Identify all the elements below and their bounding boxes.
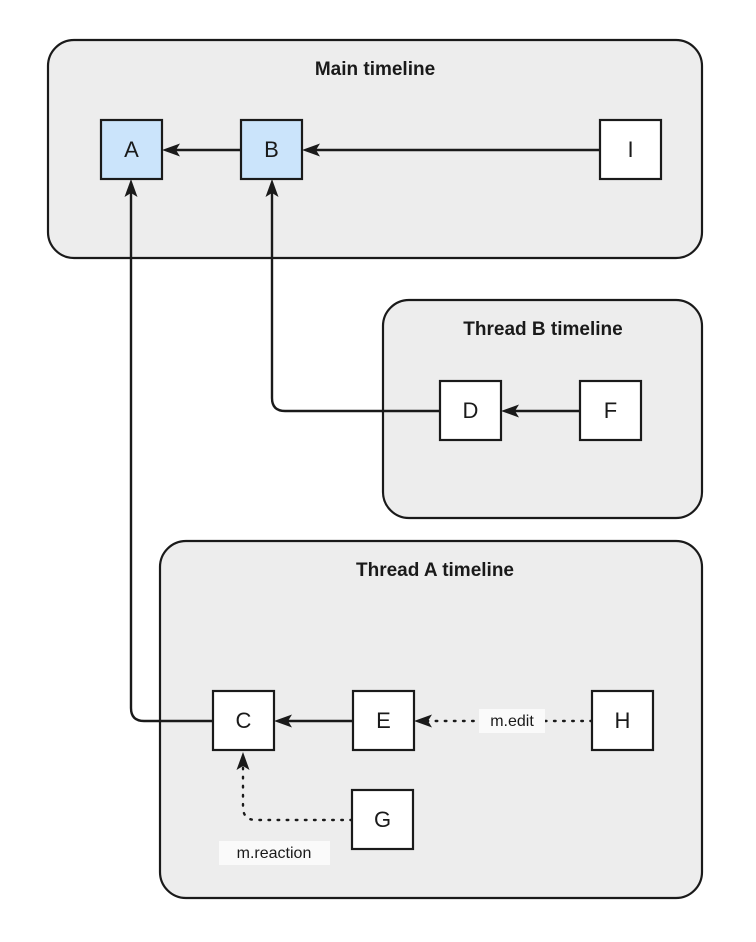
- edge-D-to-B-line: [270, 191, 440, 413]
- node-D[interactable]: D: [438, 379, 503, 442]
- group-thread-b-timeline-rect: [381, 298, 704, 520]
- node-E-label: E: [376, 708, 391, 733]
- node-F[interactable]: F: [578, 379, 643, 442]
- node-C[interactable]: C: [211, 689, 276, 752]
- node-D-rect: [438, 379, 503, 442]
- node-H[interactable]: H: [590, 689, 655, 752]
- edge-I-to-B[interactable]: [302, 143, 600, 157]
- edge-H-to-E-label-bg: [479, 709, 545, 733]
- node-A-label: A: [124, 137, 139, 162]
- node-F-rect: [578, 379, 643, 442]
- edge-F-to-D[interactable]: [501, 404, 580, 418]
- node-B-label: B: [264, 137, 279, 162]
- node-H-rect: [590, 689, 655, 752]
- edge-B-to-A[interactable]: [162, 143, 241, 157]
- group-thread-b-timeline-label: Thread B timeline: [463, 319, 622, 340]
- node-G[interactable]: G: [350, 788, 415, 851]
- node-A-rect: [99, 118, 164, 181]
- group-thread-a-timeline[interactable]: Thread A timeline: [158, 539, 704, 900]
- node-C-label: C: [236, 708, 252, 733]
- group-thread-a-timeline-rect: [158, 539, 704, 900]
- group-thread-a-timeline-label: Thread A timeline: [356, 560, 514, 581]
- node-D-label: D: [463, 398, 479, 423]
- group-main-timeline-label: Main timeline: [315, 59, 435, 80]
- edge-C-to-A[interactable]: [124, 179, 214, 723]
- node-B-rect: [239, 118, 304, 181]
- node-G-label: G: [374, 807, 391, 832]
- node-B[interactable]: B: [239, 118, 304, 181]
- node-E[interactable]: E: [351, 689, 416, 752]
- edge-H-to-E-arrowhead: [414, 714, 432, 728]
- node-F-label: F: [604, 398, 617, 423]
- edge-D-to-B[interactable]: [265, 179, 441, 413]
- edge-C-to-A-line: [129, 191, 213, 723]
- edge-C-to-A-arrowhead: [124, 179, 138, 197]
- edge-D-to-B-arrowhead: [265, 179, 279, 197]
- edge-G-to-C-label-bg: [219, 841, 330, 865]
- node-A[interactable]: A: [99, 118, 164, 181]
- edge-G-to-C[interactable]: m.reaction: [219, 752, 354, 865]
- edge-H-to-E[interactable]: m.edit: [414, 709, 594, 733]
- node-I-rect: [598, 118, 663, 181]
- edge-H-to-E-label: m.edit: [490, 713, 534, 730]
- group-thread-b-timeline[interactable]: Thread B timeline: [381, 298, 704, 520]
- edge-G-to-C-arrowhead: [236, 752, 250, 770]
- node-H-label: H: [615, 708, 631, 733]
- node-I-label: I: [627, 137, 633, 162]
- node-I[interactable]: I: [598, 118, 663, 181]
- node-E-rect: [351, 689, 416, 752]
- edge-E-to-C[interactable]: [274, 714, 353, 728]
- node-G-rect: [350, 788, 415, 851]
- edge-F-to-D-arrowhead: [501, 404, 519, 418]
- edge-E-to-C-arrowhead: [274, 714, 292, 728]
- edge-B-to-A-arrowhead: [162, 143, 180, 157]
- node-C-rect: [211, 689, 276, 752]
- edge-G-to-C-label: m.reaction: [237, 845, 312, 862]
- edge-I-to-B-arrowhead: [302, 143, 320, 157]
